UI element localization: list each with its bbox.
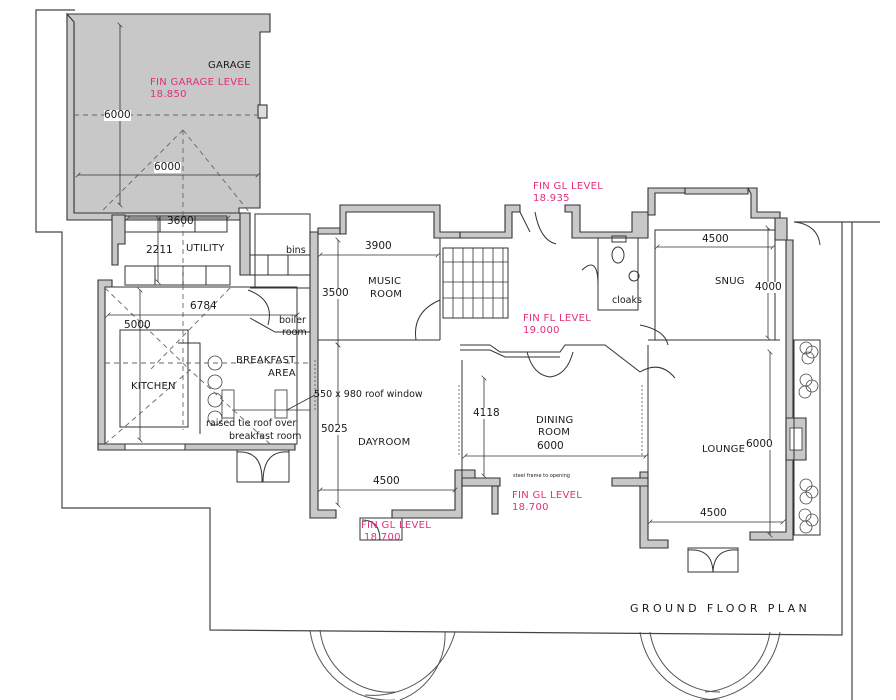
dim-garage-width: 6000	[154, 161, 181, 174]
dim-snug-width: 4500	[702, 233, 729, 245]
note-dining-beam: steel frame to opening	[513, 473, 570, 479]
interior-lines	[104, 211, 821, 573]
note-tie-roof-line2: breakfast room	[229, 431, 302, 442]
dim-music-depth: 3500	[322, 287, 349, 300]
turning-circles	[309, 629, 781, 700]
dining-window-marks	[314, 360, 643, 455]
site-boundary	[35, 9, 880, 700]
room-label-boiler-line2: room	[282, 327, 307, 338]
room-label-lounge: LOUNGE	[702, 444, 746, 455]
dim-dayroom-width: 4500	[373, 475, 400, 487]
level-dayroom-line2: 18.700	[364, 532, 401, 543]
level-garage-line1: FIN GARAGE LEVEL	[150, 77, 250, 88]
level-dayroom-line1: FIN GL LEVEL	[361, 520, 432, 531]
breakfast-tables	[221, 389, 316, 419]
dim-lounge-width: 4500	[700, 507, 727, 519]
room-label-music-line1: MUSIC	[368, 276, 402, 287]
room-label-cloaks: cloaks	[612, 295, 642, 306]
room-label-dining-line1: DINING	[536, 415, 574, 426]
dim-dining-depth: 4118	[473, 407, 500, 420]
level-hall-line1: FIN FL LEVEL	[523, 313, 592, 324]
fireplace	[789, 427, 803, 451]
note-roof-window: 550 x 980 roof window	[314, 389, 423, 400]
level-garage-line2: 18.850	[150, 89, 187, 100]
room-label-boiler-line1: boiler	[279, 315, 306, 326]
room-label-music-line2: ROOM	[370, 289, 403, 300]
room-label-kitchen: KITCHEN	[131, 381, 176, 392]
room-label-dayroom: DAYROOM	[358, 437, 411, 448]
room-label-bins: bins	[286, 245, 306, 256]
level-dining-line1: FIN GL LEVEL	[512, 490, 583, 501]
dim-snug-depth: 4000	[755, 281, 782, 294]
room-label-snug: SNUG	[715, 276, 745, 287]
level-entrance-line1: FIN GL LEVEL	[533, 181, 604, 192]
note-tie-roof-line1: raised tie roof over	[206, 418, 297, 429]
dim-dining-width: 6000	[537, 440, 564, 452]
room-label-dining-line2: ROOM	[538, 427, 571, 438]
dim-dayroom-depth: 5025	[321, 423, 348, 436]
dim-music-width: 3900	[365, 240, 392, 252]
room-label-breakfast-line2: AREA	[268, 368, 296, 379]
dim-lounge-depth: 6000	[746, 438, 773, 451]
level-entrance-line2: 18.935	[533, 193, 570, 204]
room-label-breakfast-line1: BREAKFAST	[236, 355, 296, 366]
dim-garage-depth: 6000	[104, 109, 131, 122]
level-hall-line2: 19.000	[523, 325, 560, 336]
drawing-title: GROUND FLOOR PLAN	[630, 602, 811, 615]
room-label-garage: GARAGE	[208, 60, 252, 71]
room-label-utility: UTILITY	[186, 243, 225, 254]
dim-utility-depth: 2211	[146, 244, 173, 256]
dim-kitchen-width: 5000	[124, 319, 151, 331]
level-dining-line2: 18.700	[512, 502, 549, 513]
dim-utility-width: 3600	[167, 215, 194, 227]
dim-kitchen-length: 6784	[190, 300, 217, 312]
